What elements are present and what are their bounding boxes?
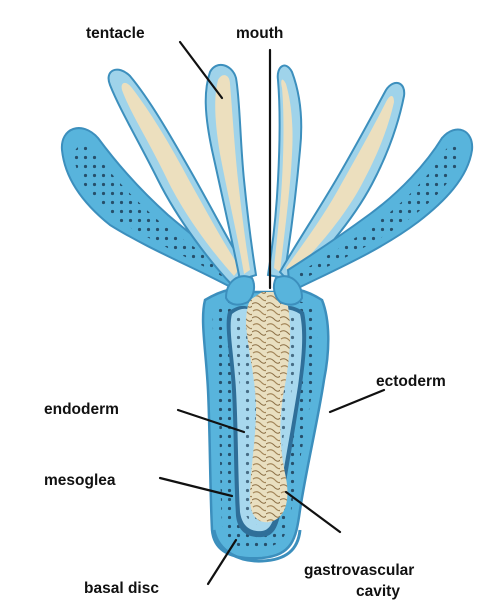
label-gastrovascular-cavity-line2: cavity bbox=[356, 583, 400, 600]
label-gastrovascular-cavity-line1: gastrovascular bbox=[304, 562, 414, 579]
label-tentacle: tentacle bbox=[86, 25, 145, 42]
tentacles bbox=[62, 65, 472, 292]
leader-ectoderm bbox=[330, 390, 384, 412]
label-mouth: mouth bbox=[236, 25, 283, 42]
label-mesoglea: mesoglea bbox=[44, 472, 116, 489]
label-ectoderm: ectoderm bbox=[376, 373, 446, 390]
label-basal-disc: basal disc bbox=[84, 580, 159, 597]
label-endoderm: endoderm bbox=[44, 401, 119, 418]
body-column bbox=[203, 276, 328, 561]
